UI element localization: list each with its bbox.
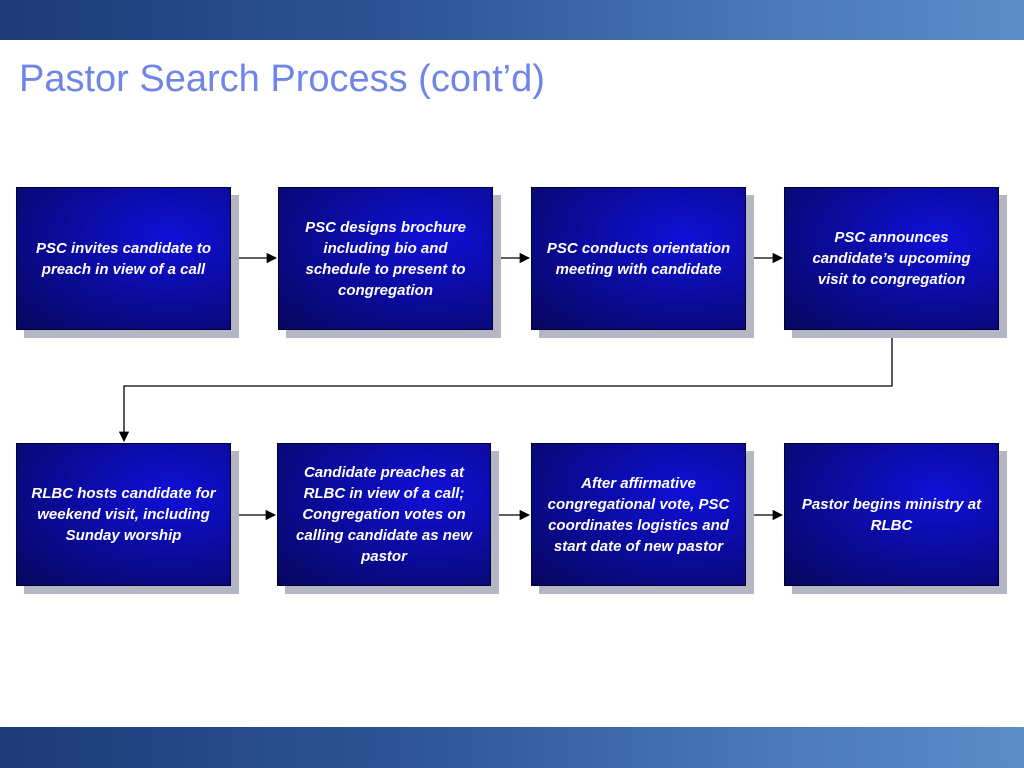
slide-title: Pastor Search Process (cont’d)	[19, 58, 545, 100]
step-5-text: RLBC hosts candidate for weekend visit, …	[31, 485, 216, 544]
step-5-weekend-visit: RLBC hosts candidate for weekend visit, …	[16, 443, 231, 586]
step-7-text: After affirmative congregational vote, P…	[547, 474, 730, 555]
step-6-text: Candidate preaches at RLBC in view of a …	[296, 464, 472, 565]
arrow-step4-to-step5	[118, 330, 893, 443]
step-3-text: PSC conducts orientation meeting with ca…	[546, 239, 731, 278]
step-4-text: PSC announces candidate’s upcoming visit…	[812, 229, 971, 288]
step-7-coordinate-logistics: After affirmative congregational vote, P…	[531, 443, 746, 586]
step-1-text: PSC invites candidate to preach in view …	[35, 239, 212, 278]
step-4-announce-visit: PSC announces candidate’s upcoming visit…	[784, 187, 999, 330]
bottom-banner	[0, 727, 1024, 768]
step-3-orientation-meeting: PSC conducts orientation meeting with ca…	[531, 187, 746, 330]
step-8-begin-ministry: Pastor begins ministry at RLBC	[784, 443, 999, 586]
step-2-text: PSC designs brochure including bio and s…	[305, 218, 466, 299]
step-6-preach-and-vote: Candidate preaches at RLBC in view of a …	[277, 443, 491, 586]
step-2-design-brochure: PSC designs brochure including bio and s…	[278, 187, 493, 330]
step-8-text: Pastor begins ministry at RLBC	[801, 495, 982, 534]
top-banner	[0, 0, 1024, 40]
step-1-invite-candidate: PSC invites candidate to preach in view …	[16, 187, 231, 330]
